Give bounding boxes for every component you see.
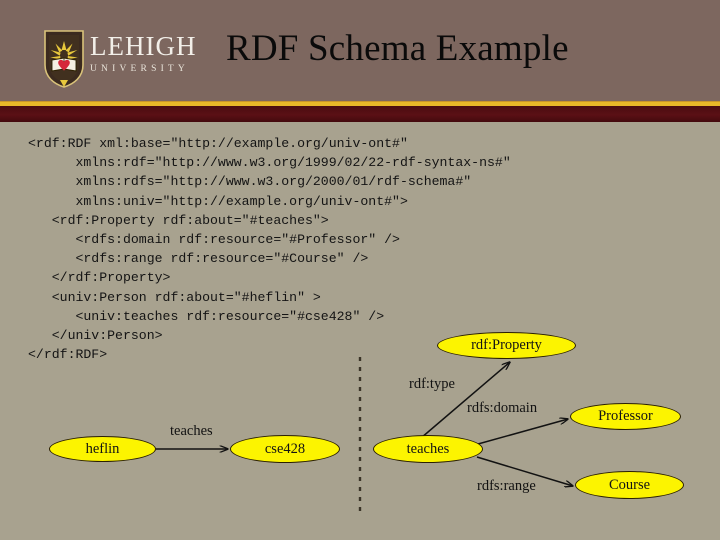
edge-label-rdfs-range: rdfs:range [477, 478, 536, 494]
node-heflin-label: heflin [85, 440, 120, 457]
node-teaches-label: teaches [406, 440, 450, 457]
node-cse428[interactable]: cse428 [230, 435, 340, 463]
code-line: </rdf:RDF> [28, 347, 108, 363]
node-heflin[interactable]: heflin [49, 436, 156, 462]
code-line: </univ:Person> [28, 328, 163, 344]
edge-teaches-professor [477, 419, 568, 445]
code-line: xmlns:univ="http://example.org/univ-ont#… [28, 193, 408, 209]
node-cse428-label: cse428 [264, 440, 306, 457]
header-gold-rule [0, 102, 720, 106]
node-course[interactable]: Course [575, 471, 684, 499]
code-line: <rdfs:domain rdf:resource="#Professor" /… [28, 232, 400, 248]
code-line: <rdf:RDF xml:base="http://example.org/un… [28, 136, 408, 151]
wordmark-university: UNIVERSITY [90, 64, 189, 74]
node-rdf-property-label: rdf:Property [471, 337, 542, 353]
code-line: <univ:Person rdf:about="#heflin" > [28, 289, 321, 305]
edge-label-teaches: teaches [170, 423, 213, 439]
node-course-label: Course [608, 476, 651, 493]
code-line: xmlns:rdfs="http://www.w3.org/2000/01/rd… [28, 174, 472, 190]
edge-label-rdf-type: rdf:type [409, 376, 455, 392]
node-professor[interactable]: Professor [570, 403, 681, 430]
node-teaches[interactable]: teaches [373, 435, 483, 463]
node-professor-label: Professor [598, 408, 653, 424]
header-maroon-rule [0, 106, 720, 122]
code-line: <rdf:Property rdf:about="#teaches"> [28, 212, 329, 228]
header-band [0, 0, 720, 102]
wordmark-lehigh: LEHIGH [90, 31, 197, 61]
code-line: <rdfs:range rdf:resource="#Course" /> [28, 251, 369, 267]
code-line: </rdf:Property> [28, 270, 171, 286]
code-line: <univ:teaches rdf:resource="#cse428" /> [28, 308, 385, 324]
edge-label-rdfs-domain: rdfs:domain [467, 400, 538, 416]
lehigh-wordmark: LEHIGH UNIVERSITY [90, 33, 220, 83]
node-rdf-property[interactable]: rdf:Property [437, 332, 576, 359]
page-title: RDF Schema Example [226, 28, 569, 69]
code-line: xmlns:rdf="http://www.w3.org/1999/02/22-… [28, 155, 511, 171]
rdf-code-block: <rdf:RDF xml:base="http://example.org/un… [28, 134, 511, 364]
lehigh-shield-icon [42, 29, 86, 89]
